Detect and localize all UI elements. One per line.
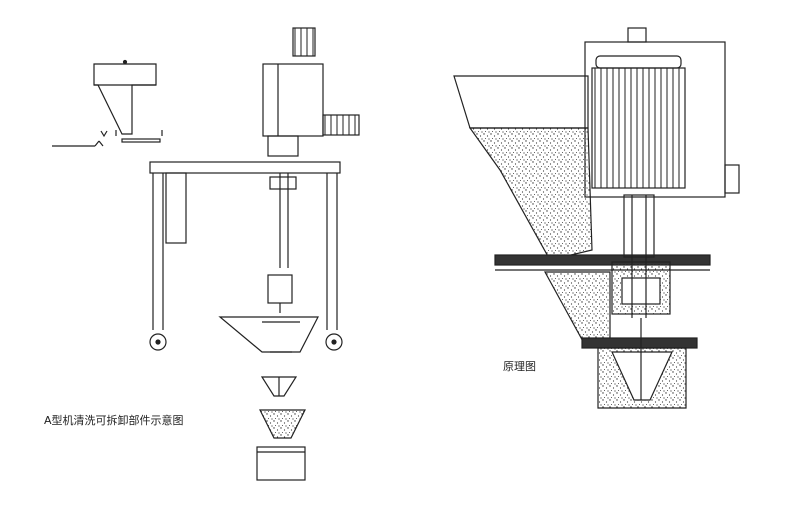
shaft-assembly <box>267 173 297 313</box>
impeller <box>260 376 298 397</box>
screen-basket <box>259 409 306 439</box>
left-caption: A型机清洗可拆卸部件示意图 <box>44 414 184 427</box>
motor-housing <box>584 41 726 198</box>
cone-outlet <box>581 318 698 409</box>
collecting-cup <box>256 446 306 481</box>
principle-drawing <box>453 27 740 409</box>
top-flange <box>627 27 647 43</box>
support-frame <box>149 161 343 351</box>
small-hopper <box>52 59 163 147</box>
feeding-cone <box>218 316 319 353</box>
hopper <box>453 75 593 261</box>
mounting-plate <box>494 254 711 271</box>
grinding-chamber <box>543 194 671 346</box>
a-type-machine-drawing <box>52 27 360 481</box>
gear-motor <box>262 27 360 157</box>
motor <box>591 55 686 189</box>
side-port <box>724 164 740 194</box>
right-caption: 原理图 <box>503 360 536 373</box>
